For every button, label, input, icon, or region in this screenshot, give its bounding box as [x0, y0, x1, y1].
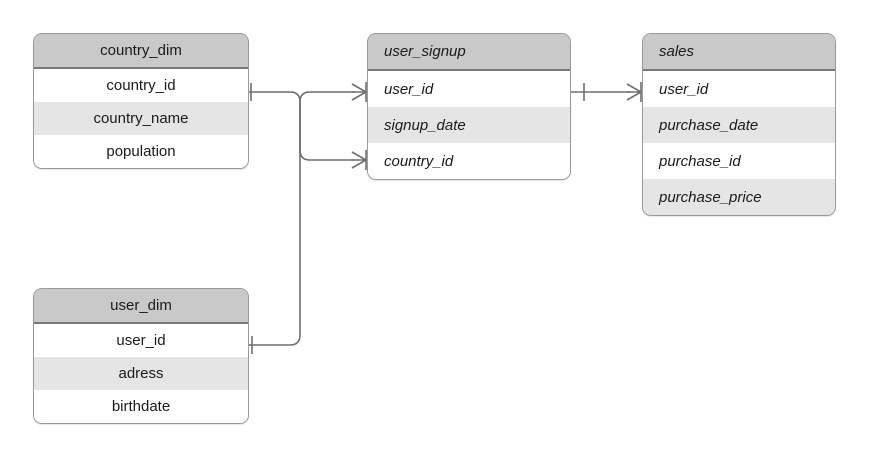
cardinality-many-crowsfoot [351, 83, 367, 101]
entity-column[interactable]: adress [34, 357, 248, 390]
entity-table-user_signup[interactable]: user_signup user_id signup_date country_… [367, 33, 571, 180]
relationship-country_dim-user_signup[interactable] [249, 83, 367, 170]
entity-column[interactable]: signup_date [368, 107, 570, 143]
entity-table-country_dim[interactable]: country_dim country_id country_name popu… [33, 33, 249, 169]
entity-table-sales[interactable]: sales user_id purchase_date purchase_id … [642, 33, 836, 216]
entity-column[interactable]: country_id [368, 143, 570, 179]
entity-title-user_signup: user_signup [368, 34, 570, 71]
relationship-user_dim-user_signup[interactable] [249, 82, 367, 354]
relationship-line [249, 91, 355, 346]
entity-title-user_dim: user_dim [34, 289, 248, 324]
entity-column[interactable]: birthdate [34, 390, 248, 423]
entity-column[interactable]: country_id [34, 69, 248, 102]
entity-column[interactable]: user_id [643, 71, 835, 107]
entity-column[interactable]: purchase_price [643, 179, 835, 215]
entity-table-user_dim[interactable]: user_dim user_id adress birthdate [33, 288, 249, 424]
entity-column[interactable]: purchase_date [643, 107, 835, 143]
entity-title-country_dim: country_dim [34, 34, 248, 69]
entity-column[interactable]: user_id [34, 324, 248, 357]
entity-title-sales: sales [643, 34, 835, 71]
relationship-line [249, 91, 355, 161]
cardinality-many-crowsfoot [351, 151, 367, 169]
cardinality-many-crowsfoot [626, 83, 642, 101]
entity-column[interactable]: user_id [368, 71, 570, 107]
entity-column[interactable]: country_name [34, 102, 248, 135]
entity-column[interactable]: population [34, 135, 248, 168]
relationship-user_signup-sales[interactable] [571, 82, 642, 102]
entity-column[interactable]: purchase_id [643, 143, 835, 179]
